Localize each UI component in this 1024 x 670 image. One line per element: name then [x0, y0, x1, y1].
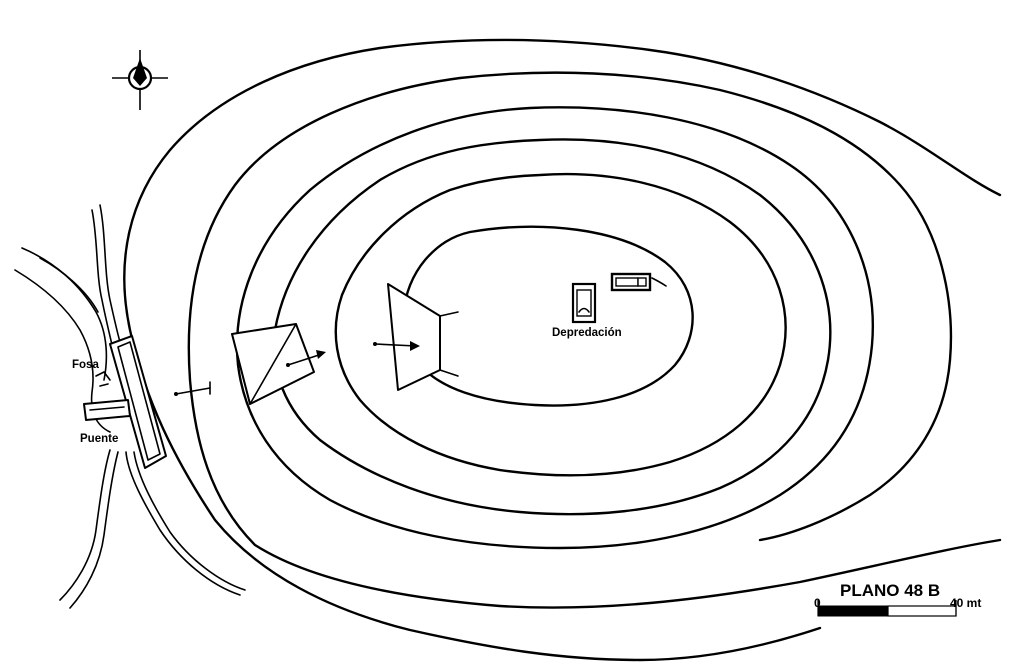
puente-label: Puente — [80, 433, 118, 445]
contour-line-5 — [334, 172, 787, 477]
fosa-pit-icon — [95, 371, 111, 387]
entrance-arrow-icon — [286, 350, 326, 367]
contour-line-summit — [402, 225, 694, 407]
depredation-pit-structure — [571, 282, 597, 324]
moat-channel — [14, 204, 246, 609]
entrance-arrow-icon — [373, 341, 420, 351]
scale-bar — [817, 600, 957, 617]
plan-title: PLANO 48 B — [840, 581, 940, 600]
perimeter-wall-structure — [109, 335, 167, 469]
bridge-structure — [83, 399, 131, 421]
depredacion-label: Depredación — [552, 327, 622, 339]
summit-ramp-structure — [387, 283, 459, 391]
contour-line-3 — [235, 106, 874, 550]
terrace-block-structure — [231, 323, 315, 405]
entrance-arrow-icon — [174, 381, 211, 396]
scale-bar-end-label: 40 mt — [950, 596, 981, 610]
contour-line-4 — [272, 138, 832, 516]
scale-bar-start-label: 0 — [814, 596, 821, 610]
north-arrow-icon — [112, 50, 168, 110]
contour-line-outer — [123, 38, 1002, 662]
fosa-label: Fosa — [72, 359, 99, 371]
contour-line-2 — [187, 71, 1002, 609]
depredation-trench-structure — [610, 272, 667, 292]
